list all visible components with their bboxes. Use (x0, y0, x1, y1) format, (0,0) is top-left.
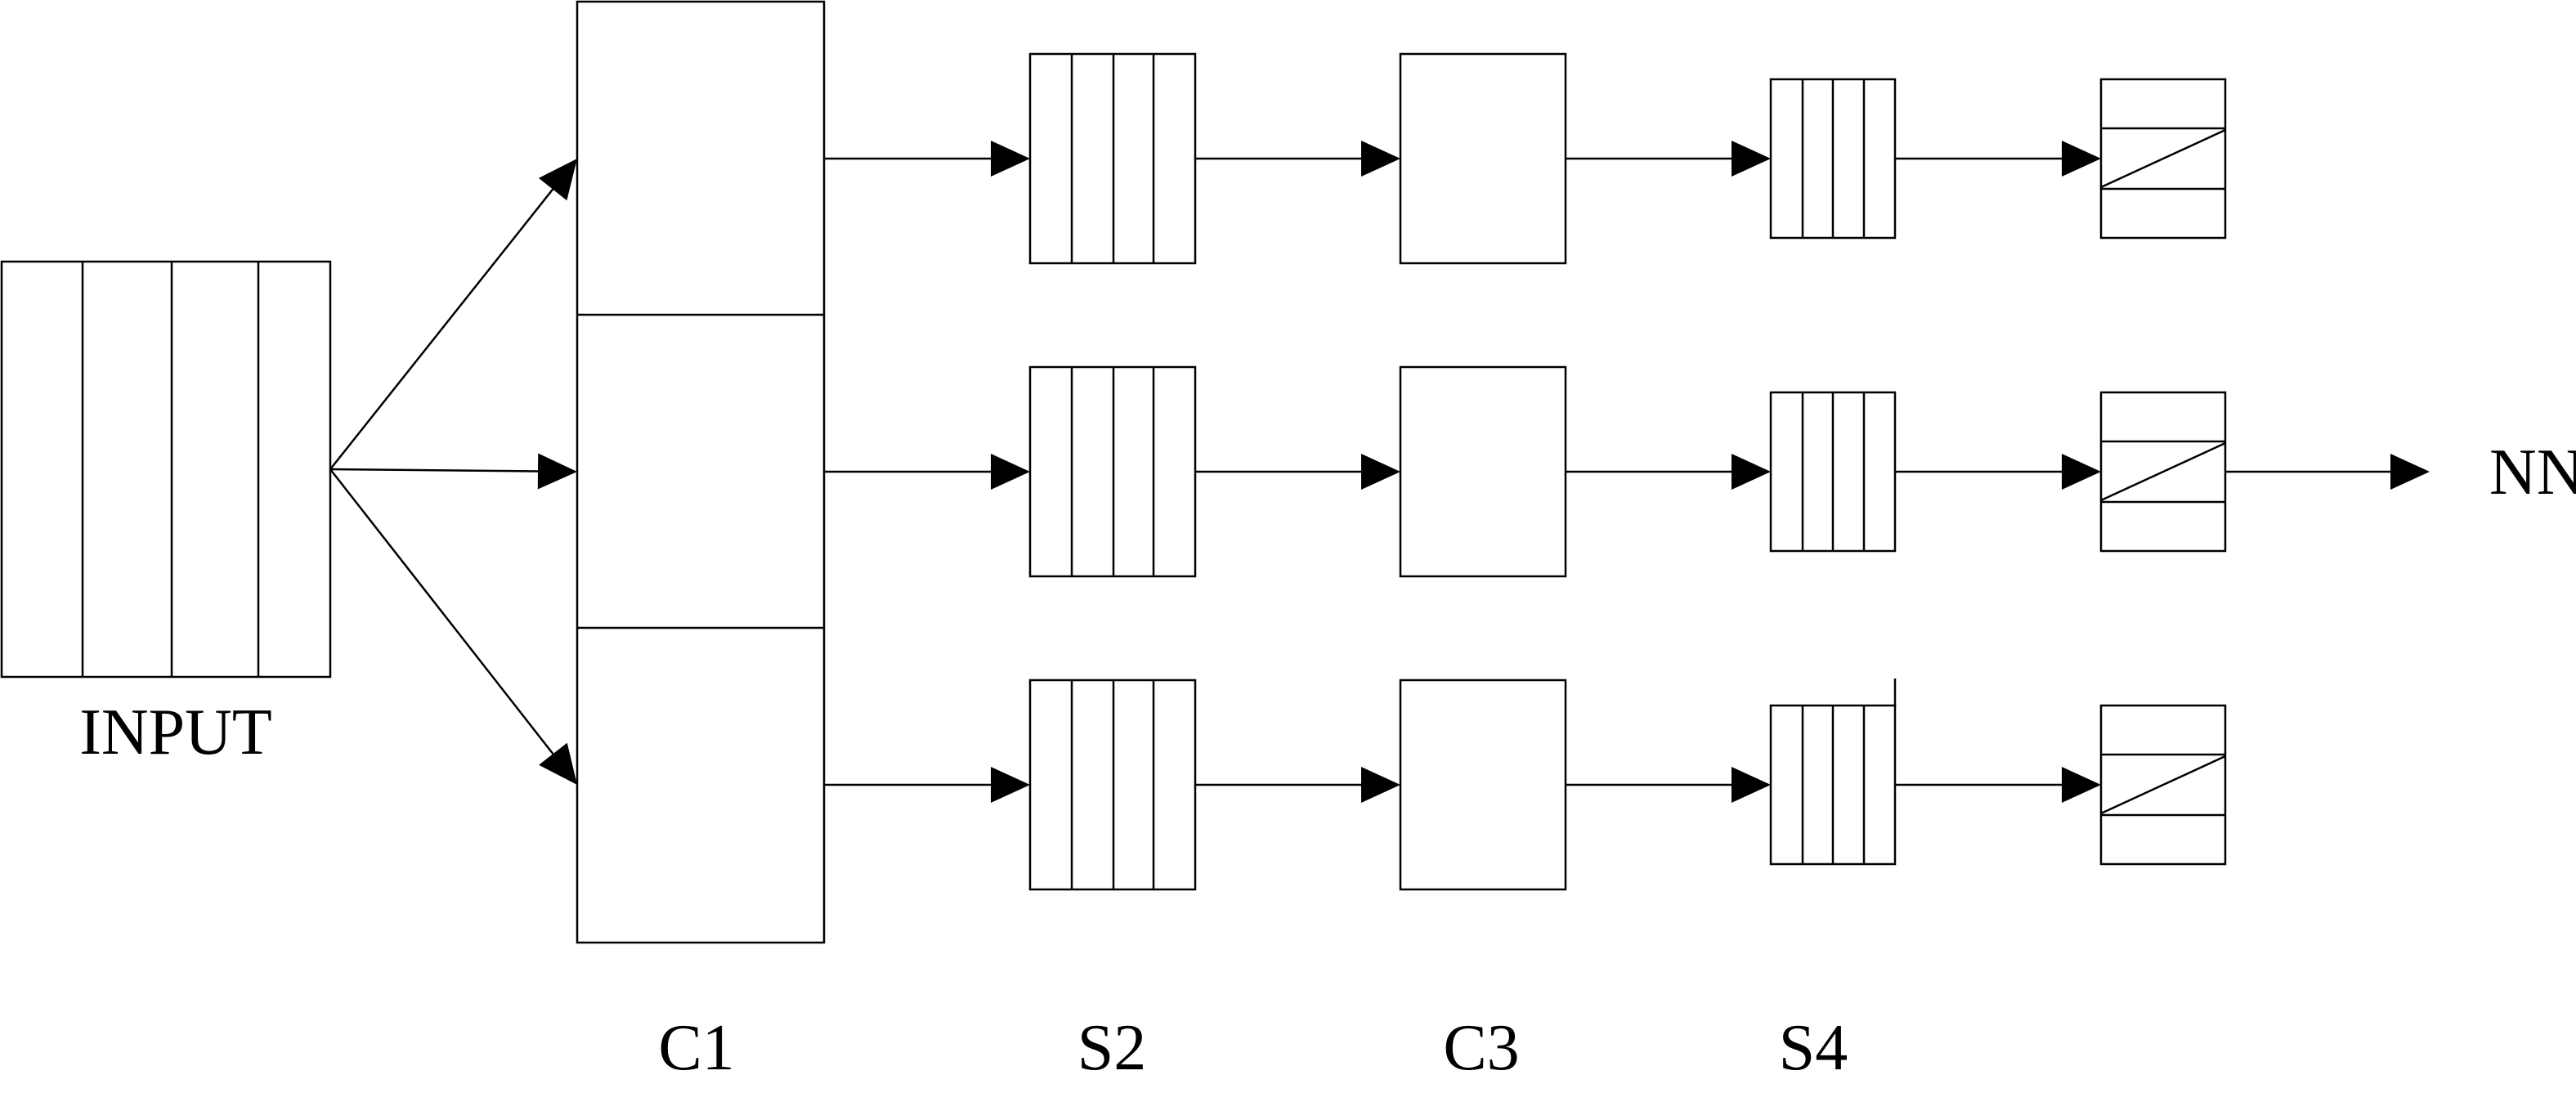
final-diagonal-row1 (2100, 128, 2226, 189)
arrow-c3-s4-row1-head (1732, 141, 1771, 177)
label-s2: S2 (1077, 1012, 1147, 1084)
arrow-input-c1-bot-head (539, 742, 577, 785)
arrow-s4-final-row1-head (2062, 141, 2101, 177)
arrow-s2-c3-row1-head (1361, 141, 1400, 177)
arrow-s2-c3-row3-head (1361, 767, 1400, 803)
arrow-input-c1-top-line (329, 188, 554, 470)
arrow-input-c1-mid-line (329, 468, 539, 473)
label-c1: C1 (658, 1012, 734, 1084)
label-input: INPUT (79, 697, 272, 768)
input-block (0, 260, 332, 679)
label-s4: S4 (1779, 1012, 1848, 1084)
c1-block (576, 0, 826, 944)
arrow-s4-final-row2-head (2062, 454, 2101, 490)
final-block-row1 (2099, 78, 2227, 240)
label-output-nn: NN (2489, 437, 2576, 508)
final-block-row3 (2099, 704, 2227, 866)
c3-block-row3 (1399, 679, 1567, 891)
arrow-c3-s4-row3-head (1732, 767, 1771, 803)
c3-block-row2 (1399, 365, 1567, 578)
final-diagonal-row2 (2100, 441, 2226, 502)
arrow-final-nn-head (2390, 454, 2430, 490)
arrow-input-c1-bot-line (329, 468, 554, 755)
label-c3: C3 (1443, 1012, 1519, 1084)
arrow-c1-s2-row2-head (991, 454, 1030, 490)
arrow-s2-c3-row2-head (1361, 454, 1400, 490)
final-diagonal-row3 (2100, 755, 2226, 815)
arrow-s4-final-row3-head (2062, 767, 2101, 803)
c3-block-row1 (1399, 52, 1567, 265)
arrow-c3-s4-row2-head (1732, 454, 1771, 490)
arrow-input-c1-mid-head (537, 453, 577, 490)
diagram-shapes (0, 0, 2430, 944)
arrow-input-c1-top-head (538, 159, 577, 201)
arrow-c1-s2-row1-head (991, 141, 1030, 177)
arrow-c1-s2-row3-head (991, 767, 1030, 803)
